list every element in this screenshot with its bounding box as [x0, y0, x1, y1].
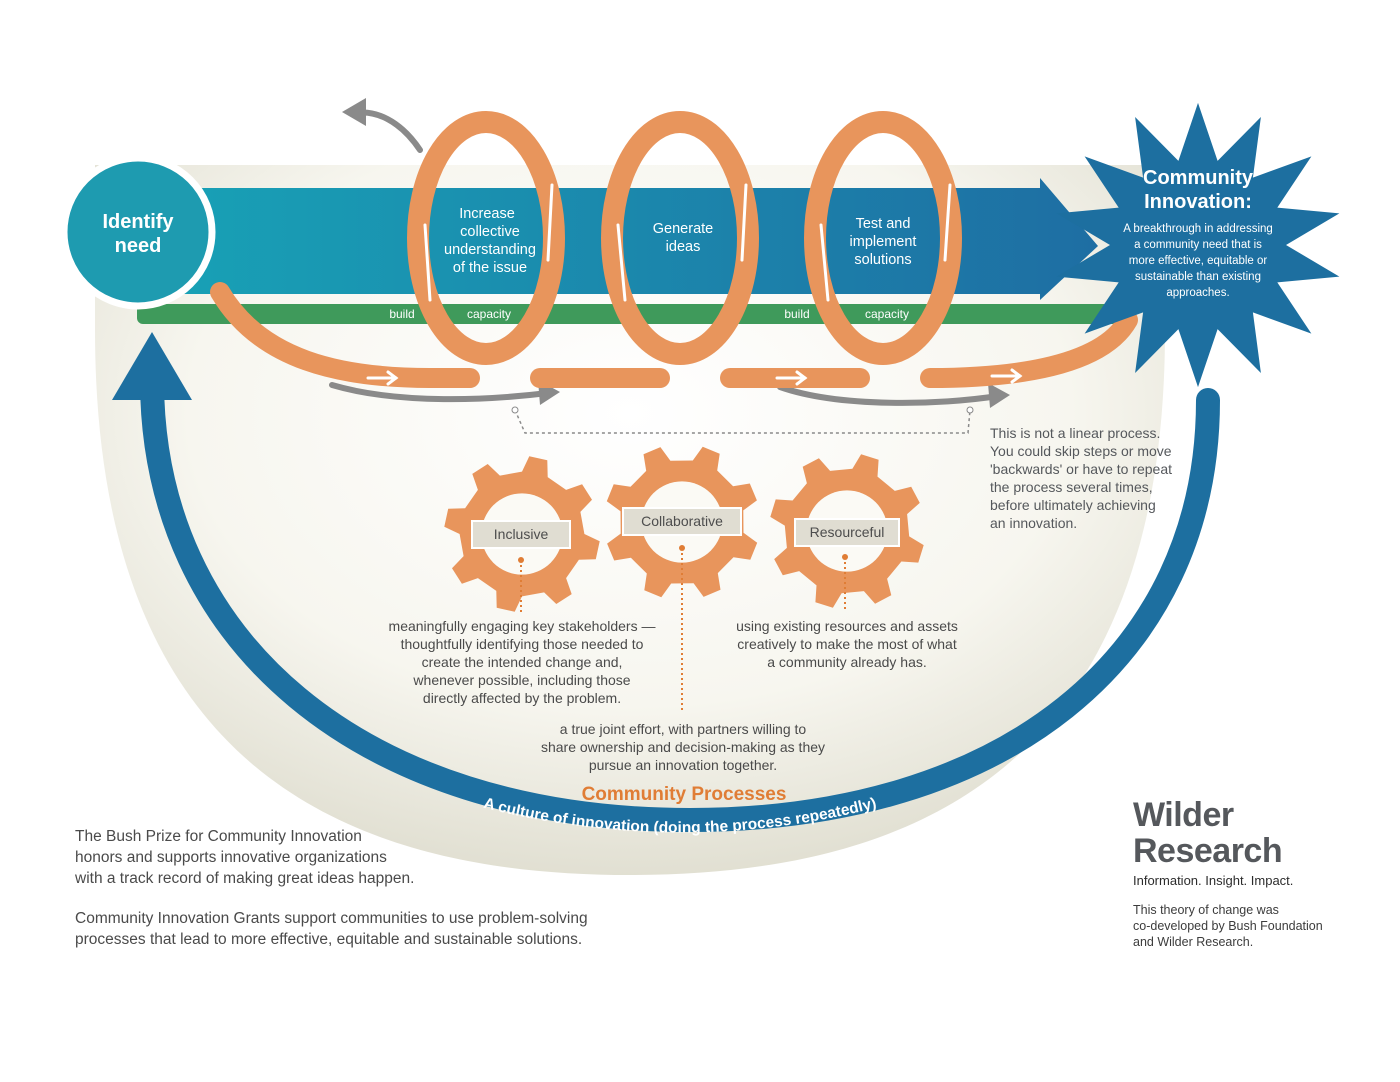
step-1-line-2: collective [460, 224, 520, 240]
gear-dot-2 [679, 545, 685, 551]
collab-desc-2: share ownership and decision-making as t… [541, 739, 825, 755]
inclusive-desc-4: whenever possible, including those [412, 672, 630, 688]
collab-desc-1: a true joint effort, with partners willi… [560, 721, 807, 737]
culture-arc-arrowhead [112, 332, 192, 400]
step-1-line-4: of the issue [453, 260, 527, 276]
community-innovation-description: A breakthrough in addressing a community… [1123, 223, 1273, 299]
note-line-5: before ultimately achieving [990, 497, 1156, 513]
loop-direction-marks [423, 183, 952, 302]
community-innovation-starburst [1056, 102, 1340, 388]
gear-resourceful-label: Resourceful [810, 524, 885, 540]
note-line-3: 'backwards' or have to repeat [990, 461, 1172, 477]
connector-direction-marks [366, 368, 1023, 386]
step-2-line-2: ideas [666, 239, 701, 255]
footer-paragraph-1: The Bush Prize for Community Innovation … [75, 826, 414, 889]
resourceful-desc-3: a community already has. [767, 654, 927, 670]
ci-desc-line-5: approaches. [1166, 287, 1229, 299]
brand-line-2: Research [1133, 832, 1283, 870]
gear-dotted-lines [520, 548, 846, 712]
identify-need-line-2: need [115, 235, 162, 257]
gear-collaborative-label: Collaborative [641, 513, 723, 529]
footer-p1-line-2: honors and supports innovative organizat… [75, 849, 387, 866]
ci-desc-line-1: A breakthrough in addressing [1123, 223, 1273, 235]
footer-p2-line-2: processes that lead to more effective, e… [75, 931, 583, 948]
collab-desc-3: pursue an innovation together. [589, 757, 777, 773]
brand-credit-line-1: This theory of change was [1133, 903, 1279, 917]
brand-credit-line-3: and Wilder Research. [1133, 935, 1254, 949]
gear-dot-1 [518, 557, 524, 563]
resourceful-desc-2: creatively to make the most of what [737, 636, 957, 652]
step-3-line-1: Test and [856, 216, 911, 232]
process-arrow [150, 178, 1098, 300]
inclusive-desc-2: thoughtfully identifying those needed to [401, 636, 644, 652]
brand-tagline: Information. Insight. Impact. [1133, 873, 1294, 888]
inclusive-desc-5: directly affected by the problem. [423, 690, 621, 706]
ci-desc-line-3: more effective, equitable or [1129, 255, 1268, 267]
footer-p1-line-3: with a track record of making great idea… [75, 870, 415, 887]
callout-dot-1 [511, 406, 519, 414]
gear-labels: Inclusive Collaborative Resourceful [471, 507, 900, 549]
capacity-build-label-2: build [784, 307, 809, 321]
footer-p2-line-1: Community Innovation Grants support comm… [75, 910, 588, 927]
step-1-line-1: Increase [459, 206, 515, 222]
ci-desc-line-2: a community need that is [1134, 239, 1262, 251]
brand-credit: This theory of change was co-developed b… [1133, 902, 1323, 950]
inclusive-desc-1: meaningfully engaging key stakeholders — [389, 618, 656, 634]
footer-p1-line-1: The Bush Prize for Community Innovation [75, 828, 362, 845]
callout-dot-2 [966, 406, 974, 414]
step-2-line-1: Generate [653, 221, 713, 237]
gear-inclusive-label: Inclusive [494, 526, 549, 542]
inclusive-description: meaningfully engaging key stakeholders —… [389, 618, 656, 706]
step-1-label: Increase collective understanding of the… [444, 206, 536, 276]
resourceful-desc-1: using existing resources and assets [736, 618, 958, 634]
gear-dot-3 [842, 554, 848, 560]
step-3-line-3: solutions [854, 252, 911, 268]
culture-arc [140, 368, 1220, 833]
brand-line-1: Wilder [1133, 796, 1234, 834]
gear-collaborative-plate [622, 507, 742, 536]
community-innovation-title-2: Innovation: [1144, 191, 1252, 213]
note-line-1: This is not a linear process. [990, 425, 1160, 441]
step-3-line-2: implement [850, 234, 917, 250]
capacity-capacity-label-1: capacity [467, 307, 511, 321]
ci-desc-line-4: sustainable than existing [1135, 271, 1261, 283]
resourceful-description: using existing resources and assets crea… [736, 618, 958, 670]
identify-need-circle [60, 154, 216, 310]
note-line-2: You could skip steps or move [990, 443, 1172, 459]
brand-credit-line-2: co-developed by Bush Foundation [1133, 919, 1323, 933]
footer-paragraph-2: Community Innovation Grants support comm… [75, 908, 588, 950]
step-1-line-3: understanding [444, 242, 536, 258]
wilder-research-brand: Wilder Research Information. Insight. Im… [1133, 797, 1323, 950]
gear-inclusive-plate [471, 520, 571, 549]
capacity-build-label-1: build [389, 307, 414, 321]
note-line-6: an innovation. [990, 515, 1077, 531]
spiral-loops [407, 111, 962, 365]
gray-arrowhead-skip-2 [988, 383, 1010, 408]
capacity-capacity-label-2: capacity [865, 307, 909, 321]
step-2-label: Generate ideas [653, 221, 713, 255]
nonlinear-note: This is not a linear process. You could … [990, 425, 1172, 531]
collaborative-description: a true joint effort, with partners willi… [541, 721, 825, 773]
identify-need-line-1: Identify [102, 211, 174, 233]
community-innovation-title-1: Community [1143, 167, 1254, 189]
gear-resourceful-plate [794, 518, 900, 547]
callout-dashed-line [514, 409, 971, 434]
community-processes-label: Community Processes [582, 784, 787, 805]
step-3-label: Test and implement solutions [850, 216, 917, 268]
gray-arrowhead-back [342, 98, 366, 126]
note-line-4: the process several times, [990, 479, 1153, 495]
inclusive-desc-3: create the intended change and, [422, 654, 623, 670]
